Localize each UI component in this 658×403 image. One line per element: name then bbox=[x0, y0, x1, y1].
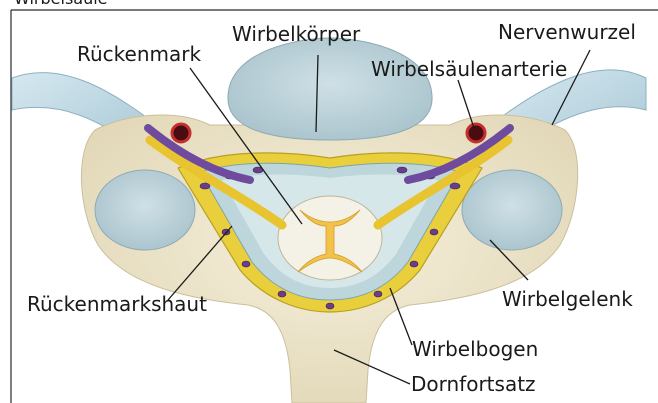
left-vertebral-artery bbox=[172, 124, 190, 142]
label-wirbelbogen: Wirbelbogen bbox=[412, 337, 538, 361]
label-nervenwurzel: Nervenwurzel bbox=[498, 20, 636, 44]
label-rueckenmark: Rückenmark bbox=[77, 42, 201, 66]
label-rueckenmarkshaut: Rückenmarkshaut bbox=[27, 292, 207, 316]
caption-fragment: Wirbelsäule bbox=[14, 0, 108, 8]
label-wirbelgelenk: Wirbelgelenk bbox=[502, 287, 633, 311]
left-facet-joint bbox=[95, 170, 195, 250]
right-facet-joint bbox=[462, 170, 562, 250]
label-dornfortsatz: Dornfortsatz bbox=[411, 372, 536, 396]
label-wirbelkoerper: Wirbelkörper bbox=[232, 22, 361, 46]
right-vertebral-artery bbox=[467, 124, 485, 142]
label-wirbelsaeulenarterie: Wirbelsäulenarterie bbox=[371, 57, 567, 81]
